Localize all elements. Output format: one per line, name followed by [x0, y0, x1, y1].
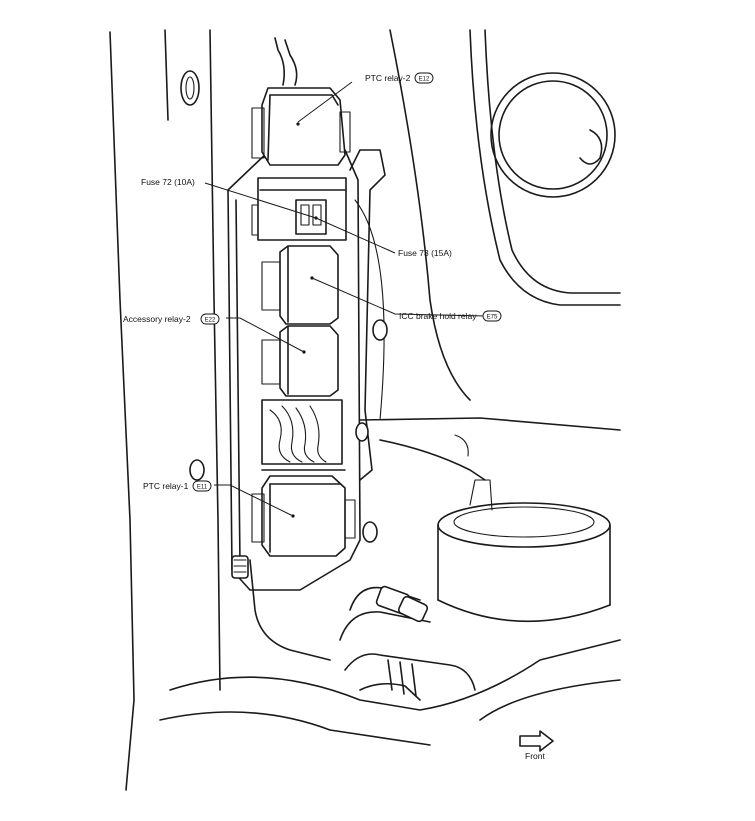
ptc-relay-1-label: PTC relay-1: [143, 481, 189, 491]
label-fuse-72: Fuse 72 (10A): [141, 177, 195, 187]
icc-brake-hold-relay-label: ICC brake hold relay: [399, 311, 477, 321]
icc-brake-hold-relay-connector-id: E75: [487, 314, 498, 320]
fuse-block: [251, 177, 347, 241]
front-direction-indicator: Front: [519, 730, 554, 761]
relay-box-assembly: [227, 37, 388, 591]
front-direction-arrow-icon: [519, 730, 554, 752]
accessory-relay-2-component: [261, 325, 339, 397]
label-fuse-73: Fuse 73 (15A): [398, 248, 452, 258]
ptc-relay-1-component: [251, 475, 356, 557]
label-icc-brake-hold-relay: ICC brake hold relay E75: [399, 310, 502, 322]
front-label: Front: [525, 751, 545, 761]
leader-lines: [204, 81, 486, 517]
fuse-73-label: Fuse 73 (15A): [398, 248, 452, 258]
label-ptc-relay-1: PTC relay-1 E11: [143, 480, 212, 492]
ptc-relay-1-connector-id: E11: [197, 484, 208, 490]
vehicle-body-drawing: [109, 29, 621, 791]
ptc-relay-2-label: PTC relay-2: [365, 73, 411, 83]
accessory-relay-2-label: Accessory relay-2: [123, 314, 191, 324]
label-ptc-relay-2: PTC relay-2 E12: [365, 72, 434, 84]
label-accessory-relay-2: Accessory relay-2 E22: [123, 313, 220, 325]
wire-harness-area: [261, 399, 346, 471]
accessory-relay-2-connector-id: E22: [205, 317, 216, 323]
icc-brake-hold-relay-component: [261, 245, 339, 325]
fuse-72-label: Fuse 72 (10A): [141, 177, 195, 187]
ptc-relay-2-connector-id: E12: [419, 76, 430, 82]
ptc-relay-2-component: [251, 87, 351, 166]
